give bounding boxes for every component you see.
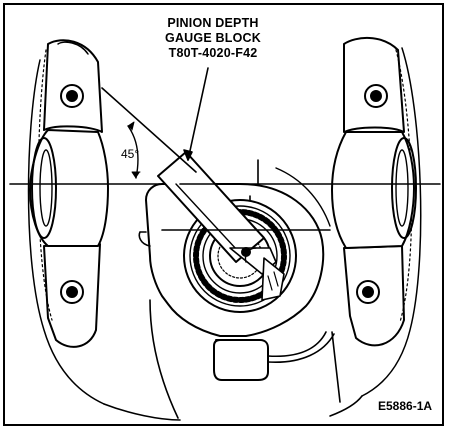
callout-line-1: PINION DEPTH <box>167 16 259 30</box>
angle-reference-lines <box>101 87 197 179</box>
right-carrier-housing <box>343 37 422 397</box>
lower-casting-edges <box>103 299 363 421</box>
bore-centerlines <box>9 183 441 231</box>
left-bearing-bore <box>29 129 109 247</box>
lower-fitting <box>213 331 335 381</box>
gauge-arbor <box>261 257 285 301</box>
callout-line-2: GAUGE BLOCK <box>165 31 261 45</box>
callout-line-3: T80T-4020-F42 <box>168 46 258 60</box>
callout-leader <box>183 67 209 161</box>
gauge-block-callout: PINION DEPTH GAUGE BLOCK T80T-4020-F42 <box>138 16 288 61</box>
right-bearing-bore <box>331 131 417 249</box>
angle-label: 45° <box>121 147 140 161</box>
left-carrier-housing <box>27 39 105 405</box>
figure-id: E5886-1A <box>378 399 433 413</box>
